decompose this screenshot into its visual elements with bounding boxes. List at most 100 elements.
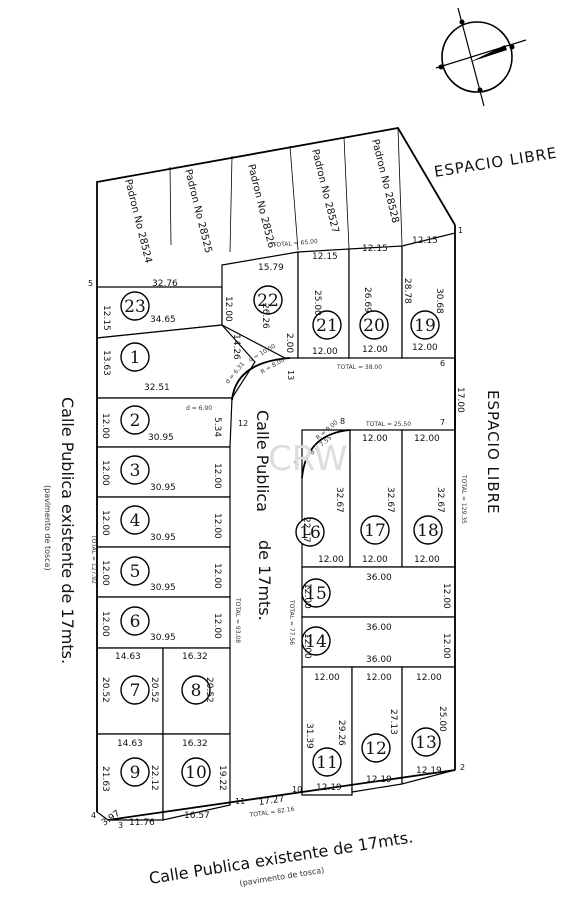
lot-21-number: 21 <box>316 316 338 336</box>
padron-boundary <box>96 127 456 287</box>
padron-divider <box>343 136 350 250</box>
dimension-d14-right: 12.00 <box>441 633 451 659</box>
padron-divider <box>169 166 172 246</box>
dimension-d9-left: 21.63 <box>100 766 110 792</box>
road-curve-upper <box>231 357 291 401</box>
lot-20[interactable] <box>348 245 403 359</box>
dimension-d7-left: 20.52 <box>100 677 110 703</box>
vertex-8: 8 <box>340 417 345 426</box>
dimension-d19-bottom: 12.00 <box>412 343 438 353</box>
dimension-d16-side: 22.17 <box>301 517 311 543</box>
dimension-d20-side: 26.69 <box>362 287 372 313</box>
dimension-d10-top: 16.32 <box>182 739 208 749</box>
dimension-d22-top: 15.79 <box>258 263 284 273</box>
dimension-d11-r: 29.26 <box>336 720 346 746</box>
lot-15-number: 15 <box>305 584 327 604</box>
total-right: TOTAL = 129.35 <box>460 474 467 524</box>
lot-18[interactable] <box>401 429 456 568</box>
dimension-d18-bottom: 12.00 <box>414 555 440 565</box>
dimension-d13-top: 12.00 <box>416 673 442 683</box>
dimension-d9-top: 14.63 <box>117 739 143 749</box>
lot-17-circle <box>360 515 390 545</box>
vertex-layer: 1 2 3 4 5 6 7 8 9 10 11 12 13 <box>88 226 465 830</box>
vertex-6: 6 <box>440 359 445 368</box>
dimension-d23-top: 32.76 <box>152 279 178 289</box>
padron-label: Padron No 28524 <box>122 178 154 264</box>
lot-3-number: 3 <box>130 461 141 481</box>
vertex-3: 3 <box>118 821 123 830</box>
dimension-d13-bottom: 12.19 <box>416 766 442 776</box>
total-left: TOTAL = 127.92 <box>90 534 97 584</box>
lot-11-circle <box>312 747 342 777</box>
lot-7-circle <box>120 675 150 705</box>
dimension-d12-side: 27.13 <box>388 709 398 735</box>
lot-15-circle <box>301 578 331 608</box>
dimension-d15-left: 12.00 <box>302 583 312 609</box>
lot-8-circle <box>181 675 211 705</box>
dimension-d10-bottom: 16.57 <box>184 811 210 821</box>
road-curve-lower <box>301 429 351 479</box>
dimension-d23-right: 12.00 <box>223 296 233 322</box>
lot-9-number: 9 <box>130 763 141 783</box>
dimension-d6-right: 12.00 <box>212 613 222 639</box>
lot-9-circle <box>120 757 150 787</box>
espacio-libre-right: ESPACIO LIBRE <box>484 390 502 515</box>
dimension-d22-bottom: 2.00 <box>284 333 294 353</box>
lot-13-number: 13 <box>415 733 437 753</box>
dimension-d17-side: 32.67 <box>385 487 395 513</box>
street-left-label: Calle Publica existente de 17mts. <box>58 397 77 664</box>
dimension-d12-top: 12.00 <box>366 673 392 683</box>
street-left-sub: (pavimento de tosca) <box>43 485 52 571</box>
dimension-d-bottom-road: 17.27 <box>258 794 285 807</box>
lot-22-number: 22 <box>257 291 279 311</box>
padron-divider <box>289 145 299 251</box>
lot-19-circle <box>410 310 440 340</box>
north-arrow-icon <box>435 7 527 107</box>
padron-label: Padron No 28525 <box>182 168 214 254</box>
dimension-d15-right: 12.00 <box>441 583 451 609</box>
dimension-d12-bottom: 12.19 <box>366 775 392 785</box>
lot-5-circle <box>120 556 150 586</box>
dimension-d3-right: 12.00 <box>212 463 222 489</box>
dimension-d14-top: 36.00 <box>366 623 392 633</box>
dimension-d11-bottom: 12.19 <box>316 783 342 793</box>
dimension-d17-bottom: 12.00 <box>362 555 388 565</box>
dimension-d2-right: 5.34 <box>212 417 222 437</box>
dimension-d13-side: 25.00 <box>437 706 447 732</box>
dimension-d9-right: 22.12 <box>149 765 159 791</box>
street-center-label-1: Calle Publica <box>253 410 272 512</box>
lot-10-circle <box>181 757 211 787</box>
dimension-d11-l: 31.39 <box>304 723 314 749</box>
dimension-d4-right: 12.00 <box>212 513 222 539</box>
lot-21[interactable] <box>297 248 350 359</box>
dimension-d1-bottom: 32.51 <box>144 383 170 393</box>
lot-16-number: 16 <box>299 523 321 543</box>
lot-23-number: 23 <box>124 297 146 317</box>
dimension-d5-bottom: 30.95 <box>150 583 176 593</box>
dimension-d14-left: 12.00 <box>302 633 312 659</box>
arc-label-3: R = 8.00 <box>260 356 286 375</box>
lot-14-circle <box>301 626 331 656</box>
dimension-d7-right: 20.52 <box>149 677 159 703</box>
dimension-d19-top: 12.15 <box>412 236 438 246</box>
lot-6-number: 6 <box>130 612 141 632</box>
dimension-d6-left: 12.00 <box>100 611 110 637</box>
dimension-d5-left: 12.00 <box>100 560 110 586</box>
vertex-4: 4 <box>91 811 96 820</box>
lot-11-number: 11 <box>316 753 338 773</box>
lot-10-number: 10 <box>185 763 207 783</box>
vertex-12: 12 <box>238 419 248 428</box>
dimension-d16-bottom: 12.00 <box>318 555 344 565</box>
lot-17-number: 17 <box>364 521 386 541</box>
dimension-d18-side: 32.67 <box>435 487 445 513</box>
lot-1-circle <box>120 342 150 372</box>
total-block-top: TOTAL = 25.50 <box>365 421 411 428</box>
lot-12-number: 12 <box>365 739 387 759</box>
lot-3-circle <box>120 455 150 485</box>
dimension-d10-right: 19.22 <box>217 765 227 791</box>
dimension-d11-top: 12.00 <box>314 673 340 683</box>
lot-18-number: 18 <box>417 521 439 541</box>
lot-5-number: 5 <box>130 562 141 582</box>
